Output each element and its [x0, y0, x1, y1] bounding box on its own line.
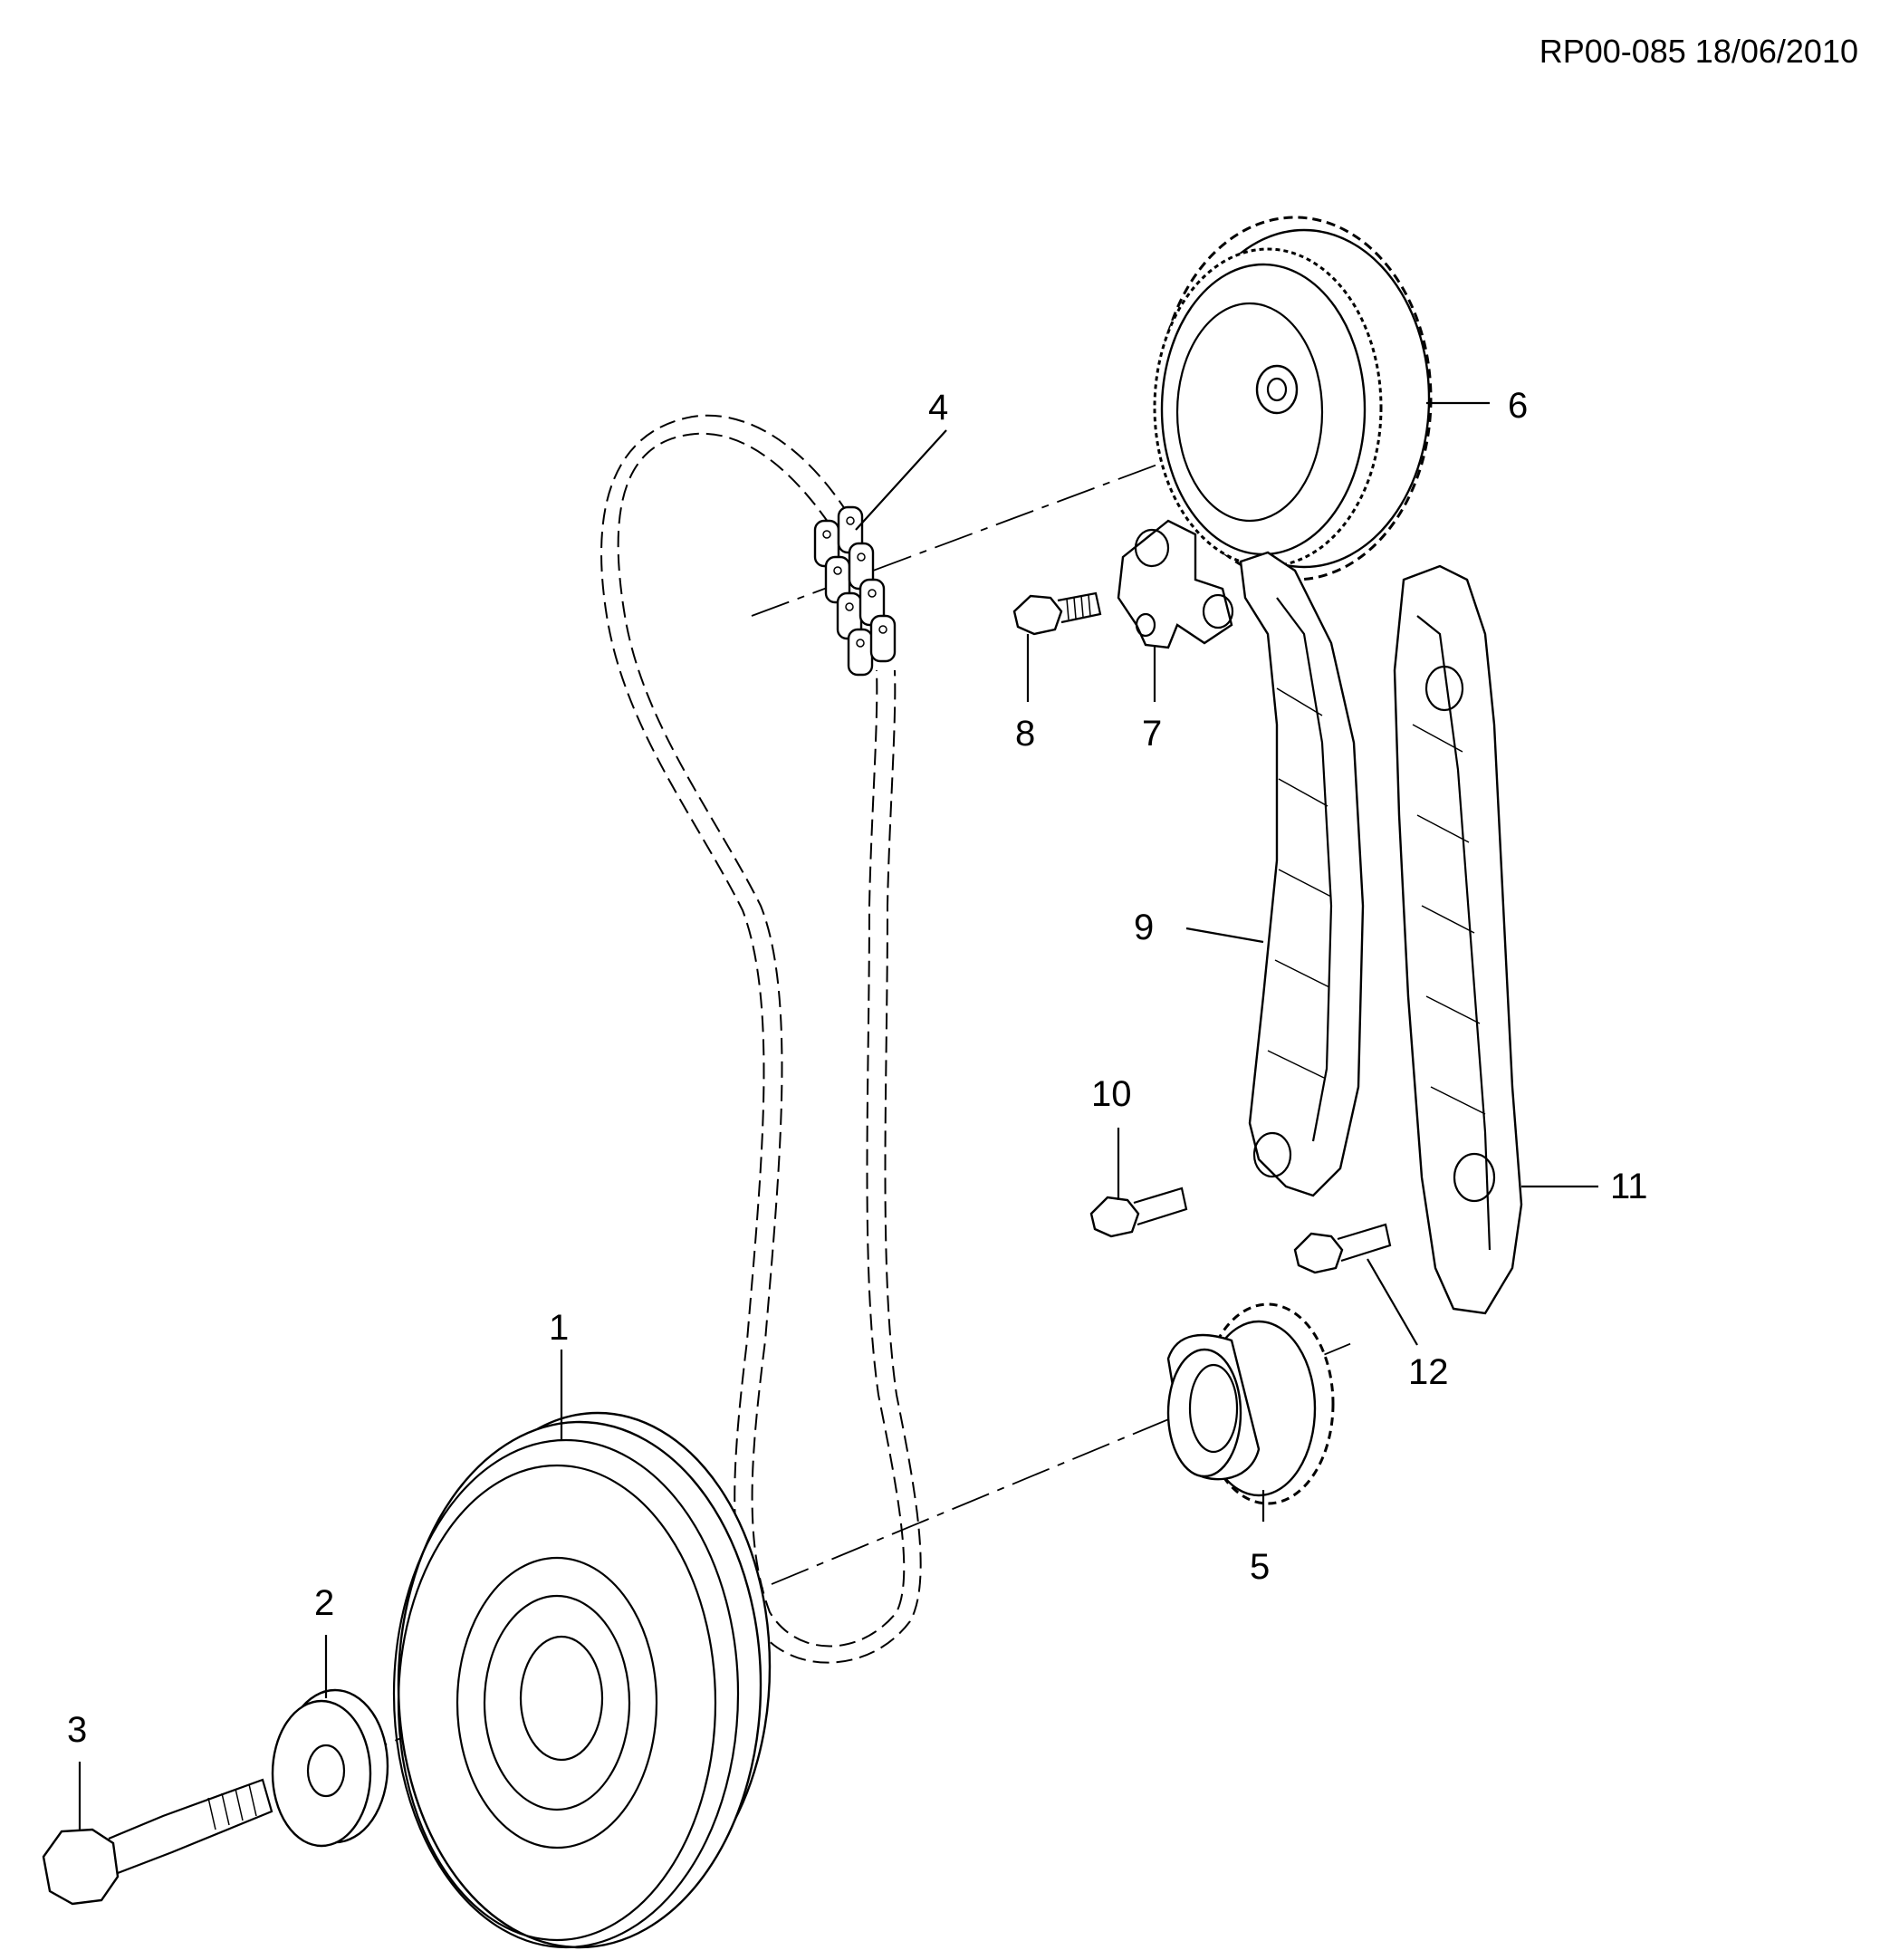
callout-2: 2 [314, 1583, 335, 1623]
callout-4: 4 [928, 388, 949, 428]
tensioner-guide [1239, 551, 1365, 1197]
guide-bolt-12 [1293, 1223, 1392, 1274]
camshaft-sprocket [1153, 216, 1433, 581]
chain-tensioner [1117, 519, 1234, 649]
guide-bolt-10 [1089, 1187, 1188, 1238]
callout-11: 11 [1610, 1167, 1648, 1206]
callout-7: 7 [1142, 714, 1163, 754]
timing-chain [600, 414, 922, 1664]
callout-5: 5 [1250, 1547, 1271, 1587]
washer [271, 1688, 389, 1848]
callout-8: 8 [1015, 714, 1036, 754]
callout-6: 6 [1508, 386, 1529, 426]
chain-link-detail [813, 505, 897, 677]
pulley-bolt [42, 1778, 273, 1906]
callout-1: 1 [549, 1308, 570, 1348]
crankshaft-sprocket [1166, 1302, 1335, 1505]
callout-3: 3 [67, 1710, 88, 1750]
callout-9: 9 [1134, 908, 1155, 947]
tensioner-bolt [1012, 591, 1102, 636]
callout-12: 12 [1408, 1352, 1449, 1392]
fixed-guide [1393, 564, 1523, 1315]
document-reference: RP00-085 18/06/2010 [1539, 33, 1858, 70]
leader-lines [78, 401, 1598, 1831]
crankshaft-pulley [392, 1411, 772, 1949]
callout-10: 10 [1091, 1074, 1132, 1114]
